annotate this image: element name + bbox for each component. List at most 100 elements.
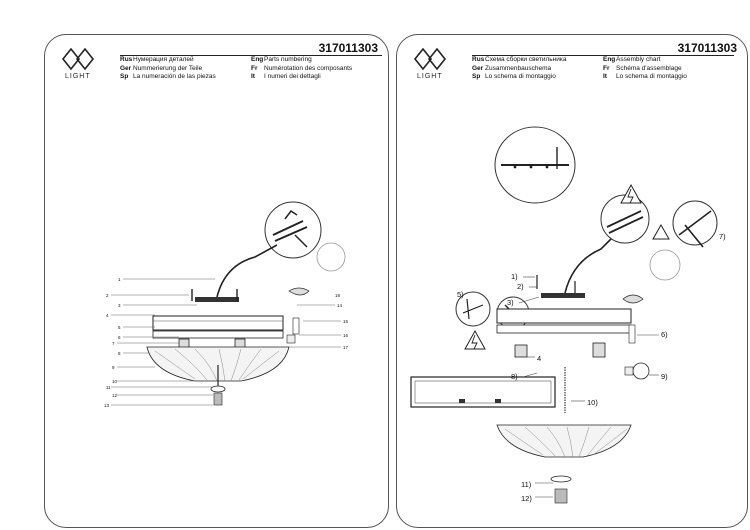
step-label-12: 12) [521, 494, 532, 503]
base-plate-icon [152, 315, 284, 331]
product-code: 317011303 [318, 41, 378, 55]
step-label-6: 6) [661, 330, 668, 339]
part-label-5: 5 [118, 325, 121, 330]
lang-code: It [251, 73, 255, 81]
step-label-10: 10) [587, 398, 598, 407]
finial-icon [213, 392, 223, 406]
part-label-11: 11 [106, 385, 111, 390]
header-table: RusСхема сборки светильника EngAssembly … [472, 55, 734, 82]
exploded-parts-drawing: 1 2 3 4 5 6 7 8 9 10 11 12 13 14 15 16 1… [104, 201, 349, 408]
lang-code: Rus [472, 56, 485, 63]
header-text: Lo schema di montaggio [485, 73, 556, 81]
part-label-10: 10 [112, 379, 118, 384]
step-label-1: 1) [511, 272, 518, 281]
header-row: Sp Lo schema di montaggio It Lo schema di … [472, 73, 734, 82]
lang-code: Ger [120, 64, 132, 72]
parts-numbering-sheet: LIGHT 317011303 RusНумерация деталей Eng… [44, 34, 389, 528]
glass-shade-icon [496, 424, 632, 458]
part-label-16: 16 [343, 333, 349, 338]
brand-name: LIGHT [417, 73, 443, 80]
lamp-holder-icon [286, 334, 296, 344]
part-label-3: 3 [118, 303, 121, 308]
part-label-8: 8 [118, 351, 121, 356]
wire-icon [272, 220, 308, 242]
header-row: RusНумерация деталей EngParts numbering [120, 56, 382, 65]
brand-name: LIGHT [65, 73, 91, 80]
assembly-chart-sheet: LIGHT 317011303 RusСхема сборки светильн… [396, 34, 748, 528]
part-label-4: 4 [106, 313, 109, 318]
brand-logo-icon [61, 47, 95, 71]
header-row: Sp La numeración de las piezas It I numeri… [120, 73, 382, 82]
header-text: Parts numbering [264, 56, 312, 63]
lang-code: Ger [472, 64, 484, 72]
lang-code: Sp [120, 73, 129, 81]
header-text: Assembly chart [616, 56, 661, 63]
part-label-12: 12 [112, 393, 118, 398]
step-label-5: 5) [457, 290, 464, 299]
header-text: La numeración de las piezas [133, 73, 216, 81]
wire-detail-icon [264, 201, 322, 259]
socket-icon [514, 344, 528, 358]
bar-detail-icon [494, 126, 576, 204]
warning-icon [652, 223, 670, 240]
cable-icon [216, 244, 278, 298]
part-label-18: 18 [335, 293, 341, 298]
header-text: Lo schema di montaggio [616, 73, 687, 81]
step5-detail-icon [455, 291, 491, 327]
warning-icon [620, 183, 642, 204]
step-label-8: 8) [511, 372, 518, 381]
bulb-icon [632, 362, 650, 380]
ceiling-box-icon [410, 376, 556, 408]
screwdriver-icon [284, 209, 308, 248]
lang-code: Eng [251, 56, 264, 63]
step-label-9: 9) [661, 372, 668, 381]
base-plate-icon [496, 308, 632, 324]
header-row: RusСхема сборки светильника EngAssembly … [472, 56, 734, 65]
part-label-2: 2 [106, 293, 109, 298]
lang-code: Rus [120, 56, 133, 63]
part-label-7: 7 [112, 341, 115, 346]
step-label-11: 11) [521, 480, 532, 489]
step-label-3: 3) [507, 298, 514, 307]
lang-code: Eng [603, 56, 616, 63]
lang-code: It [603, 73, 607, 81]
header-text: Schéma d'assemblage [616, 64, 682, 72]
finial-nut-icon [550, 475, 572, 483]
bulb-icon [292, 317, 300, 335]
header-text: I numeri dei dettagli [264, 73, 321, 81]
cable-icon [564, 238, 612, 294]
terminal-detail-icon [316, 242, 346, 272]
ceiling-hook-icon [288, 287, 310, 296]
header-text: Нумерация деталей [133, 56, 194, 63]
header-text: Numérotation des composants [264, 64, 353, 72]
lang-code: Fr [603, 64, 610, 72]
part-label-13: 13 [104, 403, 110, 408]
header-text: Nummerierung der Teile [133, 64, 203, 72]
part-label-15: 15 [343, 319, 349, 324]
finial-nut-icon [210, 385, 226, 393]
step-label-2: 2) [517, 282, 524, 291]
part-label-14: 14 [337, 303, 343, 308]
finial-icon [554, 488, 568, 504]
step-label-4: 4 [537, 354, 541, 363]
lang-code: Sp [472, 73, 481, 81]
part-label-1: 1 [118, 277, 121, 282]
lamp-holder-icon [628, 324, 636, 344]
brand-logo-icon [413, 47, 447, 71]
mounting-bar-icon [541, 293, 585, 298]
step-label-7: 7) [719, 232, 726, 241]
part-label-6: 6 [118, 335, 121, 340]
part-label-9: 9 [112, 365, 115, 370]
wiring-detail-icon [672, 200, 718, 246]
product-code: 317011303 [677, 41, 737, 55]
part-label-17: 17 [343, 345, 349, 350]
assembly-drawing: 1) 2) 3) 4 5) 6) 7) 8) 9) 10) 11) 12) [410, 126, 726, 504]
header-text: Схема сборки светильника [485, 56, 567, 63]
mounting-bar-icon [195, 297, 239, 302]
ceiling-hook-icon [622, 294, 644, 304]
header-text: Zusammenbauschema [485, 64, 552, 72]
header-table: RusНумерация деталей EngParts numbering … [120, 55, 382, 82]
terminal-detail-icon [649, 249, 681, 281]
